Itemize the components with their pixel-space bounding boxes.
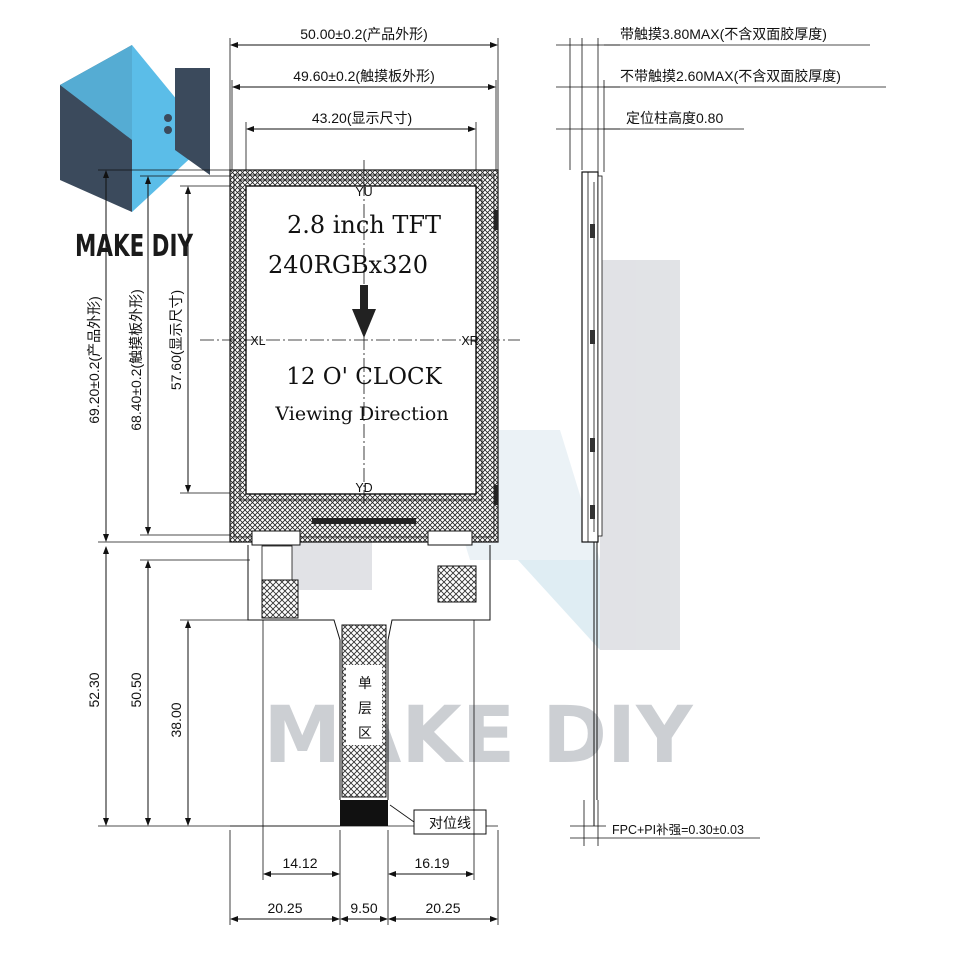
display-height-dim: 57.60(显示尺寸) (168, 290, 184, 390)
side-note-without-touch: 不带触摸2.60MAX(不含双面胶厚度) (620, 68, 841, 84)
single-layer-label-3: 区 (358, 725, 372, 741)
fpc-dim-9-50: 9.50 (350, 900, 377, 916)
side-note-with-touch: 带触摸3.80MAX(不含双面胶厚度) (620, 26, 827, 42)
single-layer-label-2: 层 (358, 700, 372, 716)
axis-label-right: XR (461, 334, 478, 348)
fpc-dim-16-19: 16.19 (414, 855, 449, 871)
top-dimensions (229, 38, 499, 178)
axis-label-top: YU (355, 185, 372, 199)
overall-width-dim: 50.00±0.2(产品外形) (300, 26, 428, 42)
single-layer-label-1: 单 (358, 675, 372, 691)
viewing-direction-arrow (352, 285, 376, 338)
alignment-callout-text: 对位线 (429, 815, 471, 831)
display-width-dim: 43.20(显示尺寸) (312, 110, 412, 126)
fpc-dim-50: 50.50 (128, 672, 144, 707)
left-dimensions (98, 169, 246, 543)
fpc-dim-20-25-left: 20.25 (267, 900, 302, 916)
fpc-dim-20-25-right: 20.25 (425, 900, 460, 916)
touch-width-dim: 49.60±0.2(触摸板外形) (293, 68, 435, 84)
side-note-pin-height: 定位柱高度0.80 (626, 110, 723, 126)
make-diy-logo (60, 45, 210, 212)
overall-height-dim: 69.20±0.2(产品外形) (86, 296, 102, 424)
fpc-dim-38: 38.00 (168, 702, 184, 737)
panel-title: 2.8 inch TFT (287, 211, 441, 239)
side-view (556, 38, 760, 846)
panel-viewing-direction: Viewing Direction (274, 403, 448, 425)
panel-clock: 12 O' CLOCK (286, 364, 442, 390)
fpc-bottom-dimensions (229, 620, 499, 925)
axis-label-bottom: YD (355, 481, 372, 495)
side-note-fpc-thickness: FPC+PI补强=0.30±0.03 (612, 822, 744, 837)
fpc-dim-52: 52.30 (86, 672, 102, 707)
fpc-left-dimensions (98, 546, 340, 827)
logo-text: MAKE DIY (75, 229, 194, 264)
panel-resolution: 240RGBx320 (268, 251, 428, 279)
fpc-dim-14-12: 14.12 (282, 855, 317, 871)
fpc-ribbon (230, 530, 498, 827)
touch-height-dim: 68.40±0.2(触摸板外形) (128, 289, 144, 431)
axis-label-left: XL (250, 334, 265, 348)
watermark-text: MAKE DIY (263, 691, 694, 781)
